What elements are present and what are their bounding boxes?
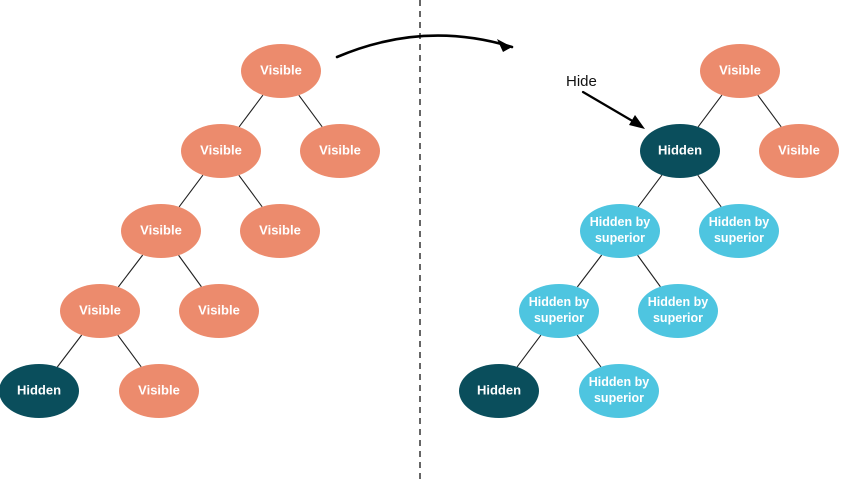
node-ellipse[interactable]: [179, 284, 259, 338]
tree-edge: [697, 174, 722, 208]
node-ellipse[interactable]: [579, 364, 659, 418]
curved-arrow-shaft: [335, 34, 514, 59]
tree-edge: [178, 174, 204, 208]
tree-edge: [637, 174, 663, 208]
tree-node-visible[interactable]: Visible: [240, 204, 320, 258]
hide-arrow-shaft: [581, 90, 643, 128]
tree-node-hidden[interactable]: Hidden: [0, 364, 79, 418]
hide-annotation-label: Hide: [566, 73, 597, 90]
tree-edge: [576, 334, 602, 368]
node-ellipse[interactable]: [0, 364, 79, 418]
tree-edge: [238, 174, 263, 208]
node-ellipse[interactable]: [638, 284, 718, 338]
tree-node-hidden[interactable]: Hidden: [640, 124, 720, 178]
node-ellipse[interactable]: [640, 124, 720, 178]
tree-edge: [697, 94, 723, 128]
node-ellipse[interactable]: [519, 284, 599, 338]
tree-edge: [238, 94, 264, 128]
tree-edge: [637, 254, 661, 288]
tree-node-visible[interactable]: Visible: [60, 284, 140, 338]
node-ellipse[interactable]: [459, 364, 539, 418]
after-tree-edges: [516, 94, 782, 368]
curved-arrow-head: [497, 39, 512, 52]
tree-node-visible[interactable]: Visible: [241, 44, 321, 98]
tree-edge: [117, 254, 144, 288]
tree-edge: [516, 334, 542, 368]
tree-node-visible[interactable]: Visible: [121, 204, 201, 258]
tree-edge: [576, 254, 603, 288]
tree-edge: [117, 334, 142, 368]
hide-arrow-head: [629, 115, 645, 129]
tree-node-visible[interactable]: Visible: [119, 364, 199, 418]
node-ellipse[interactable]: [300, 124, 380, 178]
tree-edge: [56, 334, 83, 368]
tree-node-visible[interactable]: Visible: [759, 124, 839, 178]
node-ellipse[interactable]: [240, 204, 320, 258]
node-ellipse[interactable]: [60, 284, 140, 338]
before-after-arrow: [335, 34, 514, 59]
node-ellipse[interactable]: [759, 124, 839, 178]
tree-node-visible[interactable]: Visible: [181, 124, 261, 178]
before-tree-edges: [56, 94, 323, 368]
node-ellipse[interactable]: [700, 44, 780, 98]
node-ellipse[interactable]: [580, 204, 660, 258]
tree-edge: [178, 254, 202, 288]
tree-node-hidden[interactable]: Hidden: [459, 364, 539, 418]
tree-edge: [298, 94, 323, 128]
tree-node-visible[interactable]: Visible: [700, 44, 780, 98]
node-ellipse[interactable]: [241, 44, 321, 98]
hide-annotation: Hide: [566, 73, 645, 129]
node-ellipse[interactable]: [181, 124, 261, 178]
node-ellipse[interactable]: [119, 364, 199, 418]
node-ellipse[interactable]: [699, 204, 779, 258]
node-ellipse[interactable]: [121, 204, 201, 258]
tree-node-visible[interactable]: Visible: [179, 284, 259, 338]
tree-edge: [757, 94, 782, 128]
tree-node-visible[interactable]: Visible: [300, 124, 380, 178]
